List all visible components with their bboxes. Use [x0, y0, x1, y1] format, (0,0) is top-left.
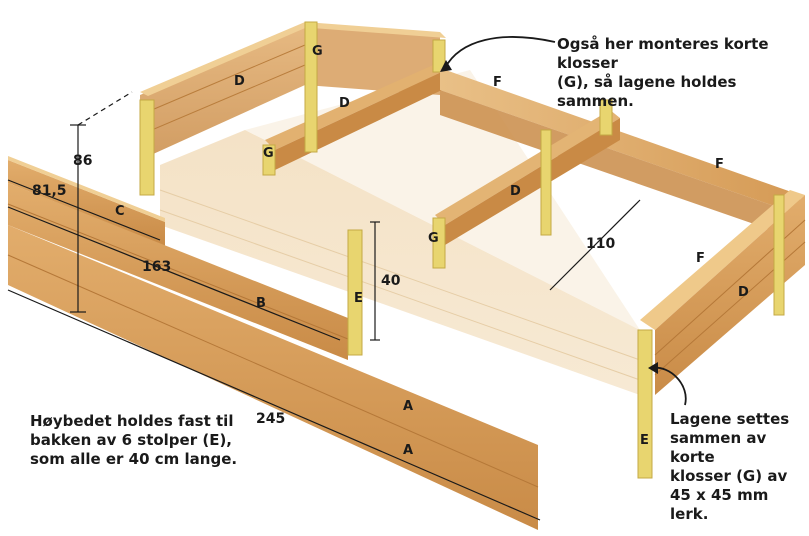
label-e-1: E — [354, 291, 363, 306]
dimension-values: 86 81,5 163 245 40 110 — [32, 153, 615, 427]
label-a-1: A — [403, 399, 413, 414]
dim-length: 245 — [256, 411, 285, 427]
annotation-bottom-right: Lagene settes sammen av korte klosser (G… — [670, 410, 809, 524]
annotation-line: (G), så lagene holdes sammen. — [557, 73, 737, 110]
annotation-top-right: Også her monteres korte klosser (G), så … — [557, 35, 809, 111]
label-g-1: G — [312, 44, 323, 59]
label-f-1: F — [493, 75, 502, 90]
dim-width-short: 81,5 — [32, 183, 67, 199]
label-f-3: F — [696, 251, 705, 266]
annotation-line: Lagene settes — [670, 410, 790, 428]
label-d-4: D — [738, 285, 749, 300]
label-g-3: G — [428, 231, 439, 246]
dim-height: 86 — [73, 153, 92, 169]
annotation-bottom-left: Høybedet holdes fast til bakken av 6 sto… — [30, 412, 237, 469]
label-c: C — [115, 204, 125, 219]
annotation-line: som alle er 40 cm lange. — [30, 450, 238, 468]
annotation-line: Også her monteres korte klosser — [557, 35, 769, 72]
dim-post: 40 — [381, 273, 401, 289]
arrow-top-right — [444, 36, 556, 69]
annotation-line: bakken av 6 stolper (E), — [30, 431, 232, 449]
dim-width-mid: 163 — [142, 259, 171, 275]
dim-inner-width: 110 — [586, 236, 615, 252]
annotation-line: Høybedet holdes fast til — [30, 412, 234, 430]
label-a-2: A — [403, 443, 413, 458]
label-d-1: D — [234, 74, 245, 89]
annotation-line: sammen av korte — [670, 429, 767, 466]
pointer-arrows — [440, 36, 687, 406]
label-g-2: G — [263, 146, 274, 161]
upper-box — [139, 21, 446, 196]
annotation-line: 45 x 45 mm lerk. — [670, 486, 769, 523]
front-boards — [7, 156, 539, 530]
annotation-line: klosser (G) av — [670, 467, 788, 485]
label-d-3: D — [510, 184, 521, 199]
label-b: B — [256, 296, 266, 311]
part-labels: D G D G F F D G F D C B E A A E — [115, 44, 749, 458]
label-d-2: D — [339, 96, 350, 111]
label-f-2: F — [715, 157, 724, 172]
dimension-lines — [7, 91, 641, 521]
middle-frame — [432, 68, 806, 479]
label-e-2: E — [640, 433, 649, 448]
